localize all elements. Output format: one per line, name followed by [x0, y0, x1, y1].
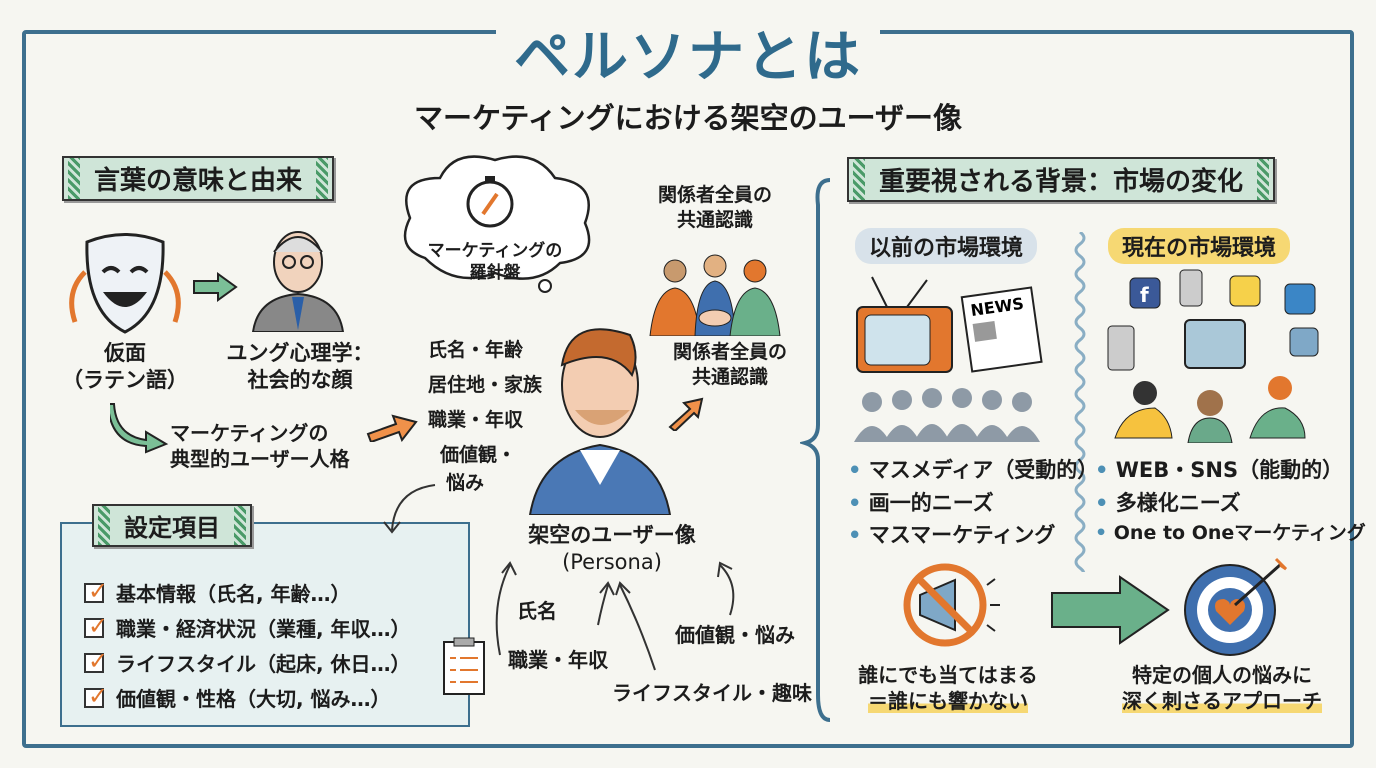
persona-attributes: 氏名・年齢居住地・家族職業・年収価値観・悩み	[428, 339, 543, 494]
shared-understanding-top: 関係者全員の共通認識	[657, 184, 772, 231]
subtitle: マーケティングにおける架空のユーザー像	[413, 101, 963, 135]
settings-item: ライフスタイル（起床, 休日…）	[84, 647, 468, 677]
curved-arrow-icon	[383, 484, 436, 534]
page-title: ペルソナとは	[0, 12, 1376, 93]
mask-label: 仮面（ラテン語）	[62, 341, 188, 393]
after-list: WEB・SNS（能動的）多様化ニーズOne to Oneマーケティング	[1095, 454, 1366, 549]
jung-label: ユング心理学：社会的な顔	[226, 341, 374, 393]
digital-media-icon: f	[1107, 269, 1319, 443]
settings-item: 基本情報（氏名, 年齢…）	[84, 577, 468, 607]
orange-arrow-icon	[366, 414, 418, 442]
mask-icon	[69, 233, 181, 334]
input-values: 価値観・悩み	[675, 623, 795, 647]
checkbox-icon	[84, 577, 108, 605]
jung-portrait-icon	[251, 231, 345, 332]
orange-arrow-icon	[668, 397, 704, 431]
compass-label: マーケティングの羅針盤	[427, 241, 563, 284]
input-name: 氏名	[517, 599, 557, 623]
checkbox-icon	[84, 612, 108, 640]
big-arrow-icon	[1051, 575, 1170, 645]
curved-arrow-icon	[110, 403, 169, 454]
before-label: 以前の市場環境	[855, 228, 1038, 264]
svg-text:f: f	[1140, 283, 1149, 307]
persona-figure	[528, 328, 672, 515]
brace	[800, 178, 831, 722]
clipboard-icon	[443, 637, 485, 695]
input-lifestyle: ライフスタイル・趣味	[612, 681, 812, 705]
before-list: マスメディア（受動的）画一的ニーズマスマーケティング	[848, 454, 1099, 552]
input-occupation: 職業・年収	[508, 648, 608, 672]
settings-item: 価値観・性格（大切, 悩み…）	[84, 682, 468, 712]
team-icon	[649, 254, 781, 336]
settings-item: 職業・経済状況（業種, 年収…）	[84, 612, 468, 642]
checkbox-icon	[84, 682, 108, 710]
settings-heading: 設定項目	[92, 504, 252, 547]
no-megaphone-icon	[903, 563, 1000, 647]
persona-label: 架空のユーザー像(Persona)	[528, 523, 696, 575]
before-conclusion: 誰にでも当てはまる＝誰にも響かない	[858, 663, 1038, 713]
thought-cloud	[403, 155, 591, 293]
input-arrows	[495, 561, 735, 671]
after-label: 現在の市場環境	[1108, 228, 1291, 264]
market-heading: 重要視される背景：市場の変化	[847, 157, 1276, 202]
settings-box: 基本情報（氏名, 年齢…） 職業・経済状況（業種, 年収…） ライフスタイル（起…	[60, 522, 470, 727]
after-conclusion: 特定の個人の悩みに深く刺さるアプローチ	[1122, 663, 1322, 713]
target-heart-icon	[1184, 557, 1288, 656]
mass-media-icon: NEWS	[854, 276, 1043, 442]
shared-understanding: 関係者全員の共通認識	[672, 341, 787, 388]
origin-heading: 言葉の意味と由来	[62, 156, 335, 201]
arrow-right-icon	[193, 272, 238, 302]
marketing-persona-label: マーケティングの典型的ユーザー人格	[170, 421, 350, 471]
checkbox-icon	[84, 647, 108, 675]
